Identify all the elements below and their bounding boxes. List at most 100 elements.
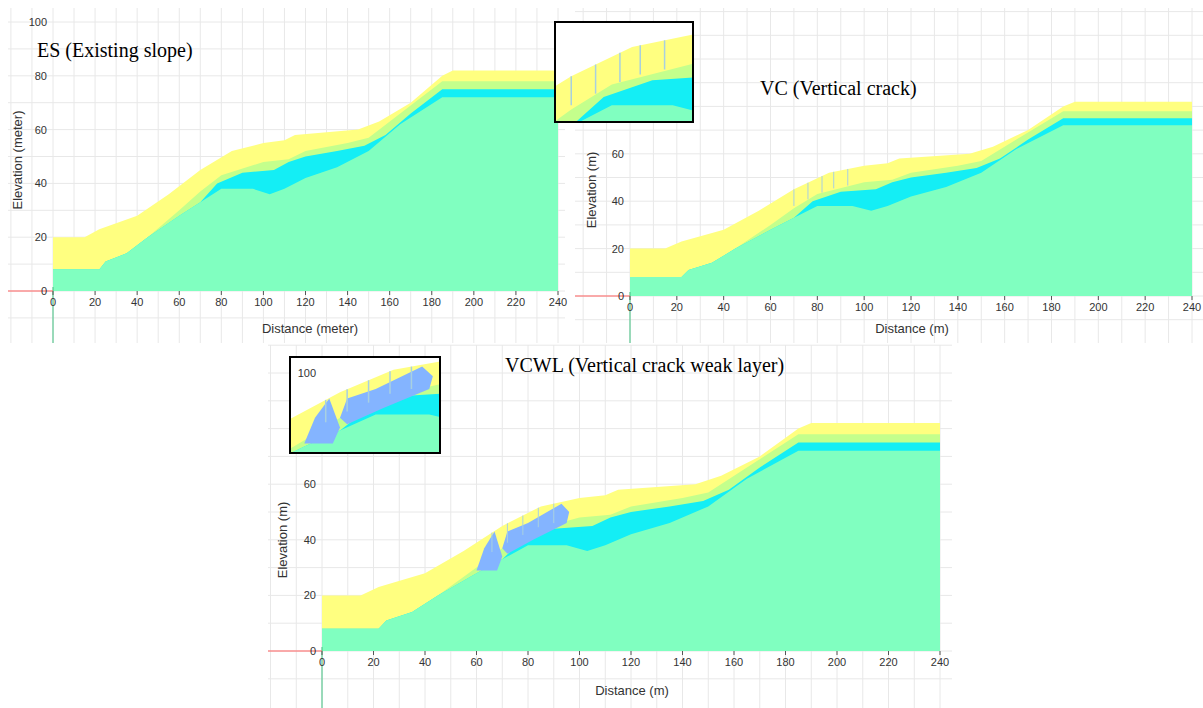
- zoom-inset: [287, 0, 1203, 264]
- distance-tick: 100: [855, 301, 873, 313]
- soil-layer: [53, 70, 558, 291]
- tick-mark: [305, 291, 306, 295]
- slope-panel: [268, 345, 952, 708]
- y-axis-line: [53, 287, 54, 343]
- panel-title: VCWL (Vertical crack weak layer): [505, 354, 784, 376]
- tick-mark: [1192, 296, 1193, 300]
- elevation-tick: 0: [618, 290, 624, 302]
- distance-tick: 40: [131, 296, 143, 308]
- grid-line: [476, 345, 477, 708]
- distance-tick: 60: [470, 656, 482, 668]
- vertical-crack: [522, 516, 523, 535]
- tick-mark: [476, 651, 477, 655]
- vertical-crack: [833, 172, 834, 189]
- soil-layer: [53, 89, 558, 291]
- tick-mark: [723, 296, 724, 300]
- elevation-tick: 40: [612, 195, 624, 207]
- vertical-crack: [639, 45, 641, 74]
- tick-mark: [864, 296, 865, 300]
- vertical-crack: [491, 533, 492, 552]
- soil-layer: [290, 357, 440, 453]
- tick-mark: [817, 296, 818, 300]
- tick-mark: [431, 291, 432, 295]
- distance-tick: 60: [173, 296, 185, 308]
- tick-mark: [425, 651, 426, 655]
- distance-tick: 200: [828, 656, 846, 668]
- vertical-crack: [411, 367, 413, 389]
- distance-tick: 20: [671, 301, 683, 313]
- distance-tick: 40: [718, 301, 730, 313]
- tick-mark: [676, 296, 677, 300]
- tick-mark: [179, 291, 180, 295]
- tick-mark: [95, 291, 96, 295]
- tick-mark: [373, 651, 374, 655]
- distance-tick: 20: [89, 296, 101, 308]
- distance-tick: 120: [902, 301, 920, 313]
- tick-mark: [1098, 296, 1099, 300]
- soil-layer: [630, 102, 1192, 296]
- elevation-tick: 80: [35, 70, 47, 82]
- elevation-tick: 60: [35, 124, 47, 136]
- tick-mark: [347, 291, 348, 295]
- distance-tick: 80: [215, 296, 227, 308]
- weak-layer: [502, 504, 569, 554]
- tick-mark: [630, 296, 631, 300]
- axis-title: Elevation (m): [585, 152, 599, 229]
- vertical-crack: [538, 508, 539, 527]
- distance-tick: 200: [465, 296, 483, 308]
- distance-tick: 100: [570, 656, 588, 668]
- vertical-crack: [389, 371, 391, 393]
- grid-line: [8, 317, 565, 318]
- vertical-crack: [346, 389, 348, 411]
- soil-layer: [555, 22, 693, 122]
- distance-tick: 20: [367, 656, 379, 668]
- vertical-crack: [507, 523, 508, 542]
- soil-layer: [630, 118, 1192, 296]
- tick-mark: [558, 291, 559, 295]
- tick-mark: [322, 651, 323, 655]
- distance-tick: 220: [1136, 301, 1154, 313]
- vertical-crack: [619, 53, 621, 82]
- distance-tick: 180: [1042, 301, 1060, 313]
- distance-tick: 140: [338, 296, 356, 308]
- distance-tick: 240: [1183, 301, 1201, 313]
- soil-layer: [290, 357, 440, 453]
- grid-line: [31, 8, 32, 343]
- grid-line: [8, 22, 565, 23]
- tick-mark: [473, 291, 474, 295]
- elevation-tick: 40: [304, 534, 316, 546]
- zoom-inset: [90, 274, 947, 536]
- axis-title: Distance (meter): [262, 322, 358, 336]
- soil-layer: [555, 22, 693, 122]
- tick-mark: [1145, 296, 1146, 300]
- soil-layer: [53, 97, 558, 291]
- distance-tick: 80: [522, 656, 534, 668]
- distance-tick: 160: [725, 656, 743, 668]
- vertical-crack: [847, 169, 848, 186]
- vertical-crack: [807, 183, 808, 200]
- vertical-crack: [570, 76, 572, 105]
- vertical-crack: [368, 380, 370, 402]
- distance-tick: 60: [764, 301, 776, 313]
- tick-mark: [389, 291, 390, 295]
- elevation-tick: 100: [298, 367, 316, 379]
- distance-tick: 180: [423, 296, 441, 308]
- axis-title: Elevation (m): [276, 502, 290, 579]
- elevation-tick: 20: [612, 243, 624, 255]
- tick-mark: [263, 291, 264, 295]
- weak-layer: [340, 367, 433, 425]
- distance-tick: 220: [507, 296, 525, 308]
- panel-title: VC (Vertical crack): [760, 77, 917, 99]
- soil-layer: [322, 443, 940, 652]
- distance-tick: 140: [673, 656, 691, 668]
- soil-layer: [322, 451, 940, 651]
- soil-layer: [630, 111, 1192, 296]
- tick-mark: [137, 291, 138, 295]
- grid-line: [268, 345, 952, 346]
- tick-mark: [579, 651, 580, 655]
- soil-layer: [290, 357, 440, 453]
- elevation-tick: 40: [35, 177, 47, 189]
- vertical-crack: [595, 65, 597, 94]
- axis-title: Distance (m): [875, 322, 949, 336]
- elevation-tick: 0: [310, 645, 316, 657]
